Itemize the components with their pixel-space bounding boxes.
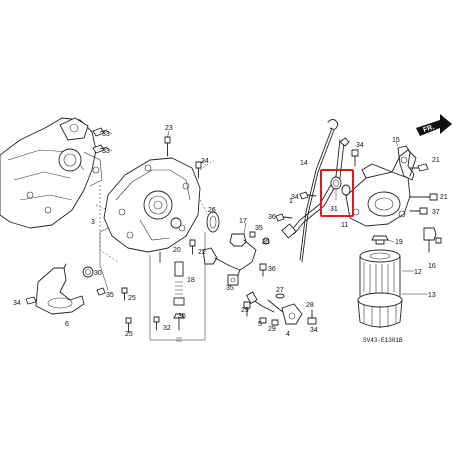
callout-23: 23 [165, 125, 173, 132]
callout-33: 33 [102, 148, 110, 155]
callout-34: 34 [291, 194, 299, 201]
oil-filter [357, 249, 428, 328]
group-bracket [99, 227, 206, 341]
callout-14: 14 [300, 160, 308, 167]
callout-34: 34 [356, 142, 364, 149]
bolt-34-dipstick [299, 149, 359, 200]
pipe-assembly-5 [243, 291, 317, 326]
callout-25: 25 [128, 295, 136, 302]
callout-27: 27 [276, 287, 284, 294]
callout-36-left: 36 [178, 313, 186, 320]
callout-34: 34 [310, 327, 318, 334]
callout-6: 6 [65, 321, 69, 328]
callout-28: 28 [306, 302, 314, 309]
callout-1: 1 [289, 198, 293, 205]
bracket-15 [395, 141, 415, 181]
relief-valve-19 [371, 235, 395, 245]
callout-3: 3 [91, 219, 95, 226]
callout-31: 31 [330, 206, 338, 213]
callout-4: 4 [286, 331, 290, 338]
callout-18: 18 [187, 277, 195, 284]
oil-pump-case [95, 157, 215, 263]
callout-24: 24 [201, 158, 209, 165]
callout-11: 11 [341, 222, 348, 229]
callout-29: 29 [268, 326, 276, 333]
bolt-33 [92, 127, 113, 154]
filter-housing [345, 149, 417, 227]
o-ring-31 [330, 176, 351, 200]
bolt-36-tube [275, 213, 293, 222]
bolt-22 [189, 239, 196, 255]
callout-17: 17 [239, 218, 247, 225]
callout-33: 33 [102, 131, 110, 138]
callout-labels: 33 33 23 24 3 26 22 20 18 36 32 30 35 34… [13, 125, 448, 344]
callout-35-lower: 35 [226, 285, 234, 292]
callout-26: 26 [208, 207, 216, 214]
callout-37: 37 [432, 209, 440, 216]
callout-36: 36 [268, 214, 276, 221]
callout-21: 21 [440, 194, 448, 201]
callout-12: 12 [414, 269, 422, 276]
dipstick [299, 119, 339, 263]
callout-16: 16 [428, 263, 436, 270]
callout-13: 13 [428, 292, 436, 299]
oil-seal-26 [206, 208, 220, 233]
oil-strainer [25, 263, 106, 315]
bolt-21 [409, 163, 438, 201]
dipstick-tube [281, 137, 350, 239]
bolt-24 [195, 159, 206, 179]
callout-36: 36 [268, 266, 276, 273]
callout-35: 35 [262, 239, 270, 246]
callout-5: 5 [258, 321, 262, 328]
callout-25: 25 [125, 331, 133, 338]
bolt-36 [259, 263, 267, 277]
front-direction-indicator: FR. [416, 114, 452, 136]
engine-block-left [0, 117, 103, 229]
callout-30: 30 [94, 270, 102, 277]
callout-35: 35 [106, 292, 114, 299]
callout-29: 29 [241, 307, 249, 314]
callout-21: 21 [432, 157, 440, 164]
diagram-code: SV43-E1301B [363, 337, 403, 344]
callout-35: 35 [255, 225, 263, 232]
callout-19: 19 [395, 239, 403, 246]
callout-32: 32 [163, 325, 171, 332]
oil-pressure-switch [202, 222, 257, 286]
bolt-35-top [249, 231, 270, 245]
relief-valve-parts [159, 251, 185, 342]
callout-22: 22 [198, 249, 206, 256]
callout-34: 34 [13, 300, 21, 307]
bolt-23 [164, 130, 171, 157]
callout-20: 20 [173, 247, 181, 254]
highlight-box [320, 169, 354, 217]
sensor-16 [423, 227, 442, 253]
direction-label: FR. [422, 124, 435, 134]
bolt-37 [409, 207, 428, 215]
bolt-25 [121, 287, 160, 333]
callout-15: 15 [392, 137, 400, 144]
